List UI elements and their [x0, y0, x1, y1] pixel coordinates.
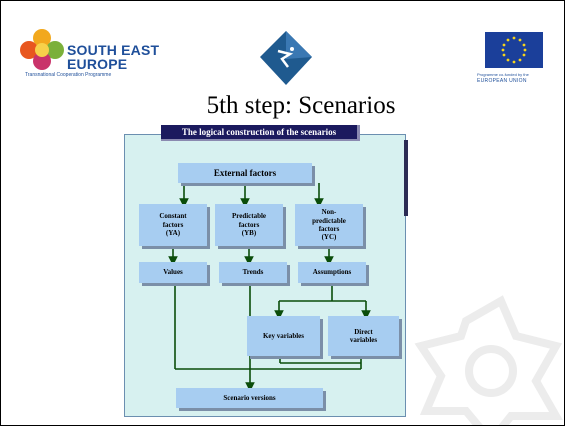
- node-nonpredictable-factors: Non- predictable factors (YC): [295, 204, 363, 246]
- node-predictable-factors: Predictable factors (YB): [215, 204, 283, 246]
- node-constant-line2: factors: [162, 220, 184, 229]
- node-assumptions: Assumptions: [298, 262, 366, 283]
- node-predictable-line1: Predictable: [231, 212, 267, 221]
- puzzle-flower-icon: [20, 29, 64, 70]
- node-constant-line3: (YA): [165, 229, 181, 238]
- eu-caption-small: Programme co-funded by the: [477, 72, 529, 77]
- ornament-watermark: [414, 295, 563, 425]
- node-values: Values: [139, 262, 207, 283]
- eu-flag-icon: [485, 32, 543, 68]
- diagram-header: The logical construction of the scenario…: [161, 125, 360, 141]
- node-external-factors: External factors: [178, 163, 312, 183]
- logo-text-line2: EUROPE: [67, 56, 128, 72]
- node-predictable-line3: (YB): [241, 229, 257, 238]
- diamond-emblem-icon: [260, 31, 312, 85]
- node-constant-line1: Constant: [159, 212, 187, 221]
- node-key-variables: Key variables: [247, 316, 320, 356]
- logo-text-line1: SOUTH EAST: [67, 42, 160, 58]
- node-nonpred-line3: factors: [318, 225, 340, 233]
- node-trends: Trends: [219, 262, 287, 283]
- node-scenario-versions: Scenario versions: [176, 388, 323, 408]
- panel-shadow: [404, 140, 408, 216]
- node-nonpred-line4: (YC): [321, 233, 337, 242]
- node-direct-variables: Direct variables: [328, 316, 399, 356]
- node-constant-factors: Constant factors (YA): [139, 204, 207, 246]
- node-direct-line1: Direct: [354, 327, 373, 336]
- node-predictable-line2: factors: [238, 220, 260, 229]
- eu-caption: EUROPEAN UNION: [477, 78, 527, 84]
- slide-title: 5th step: Scenarios: [206, 92, 396, 119]
- node-nonpred-line1: Non-: [321, 208, 337, 217]
- logo-subtitle: Transnational Cooperation Programme: [25, 72, 112, 78]
- node-nonpred-line2: predictable: [312, 216, 346, 225]
- node-direct-line2: variables: [349, 336, 378, 344]
- south-east-europe-logo: SOUTH EAST EUROPE Transnational Cooperat…: [17, 28, 167, 78]
